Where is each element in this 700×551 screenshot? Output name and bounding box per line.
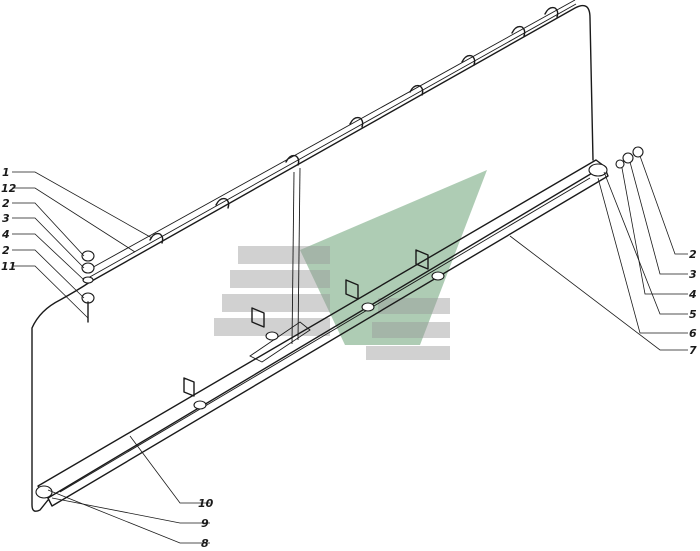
top-strap-loops <box>149 6 559 244</box>
callout-6: 6 <box>689 327 697 340</box>
callout-11: 11 <box>1 260 16 273</box>
callout-1: 1 <box>2 166 10 179</box>
watermark-logo <box>214 170 487 360</box>
leader-lines-right <box>509 155 688 351</box>
callout-8: 8 <box>201 537 209 550</box>
mounting-brackets <box>183 249 445 410</box>
tarpaulin-curtain <box>31 0 594 512</box>
leader-lines-bottom <box>47 435 210 544</box>
bottom-tube-frame <box>35 159 609 507</box>
callout-10: 10 <box>198 497 214 510</box>
callout-12: 12 <box>1 182 17 195</box>
callout-2-left-b: 2 <box>2 244 10 257</box>
leader-lines-left <box>12 171 153 319</box>
callout-7: 7 <box>689 344 697 357</box>
callout-5: 5 <box>689 308 697 321</box>
right-fastener-stack <box>615 146 644 169</box>
callout-4-right: 4 <box>688 288 697 301</box>
callout-2-left-a: 2 <box>2 197 10 210</box>
callout-9: 9 <box>201 517 209 530</box>
callout-3-right: 3 <box>689 268 697 281</box>
callout-4-left: 4 <box>1 228 10 241</box>
left-fastener-stack <box>81 250 95 323</box>
callout-3-left: 3 <box>2 212 10 225</box>
callout-2-right: 2 <box>689 248 697 261</box>
